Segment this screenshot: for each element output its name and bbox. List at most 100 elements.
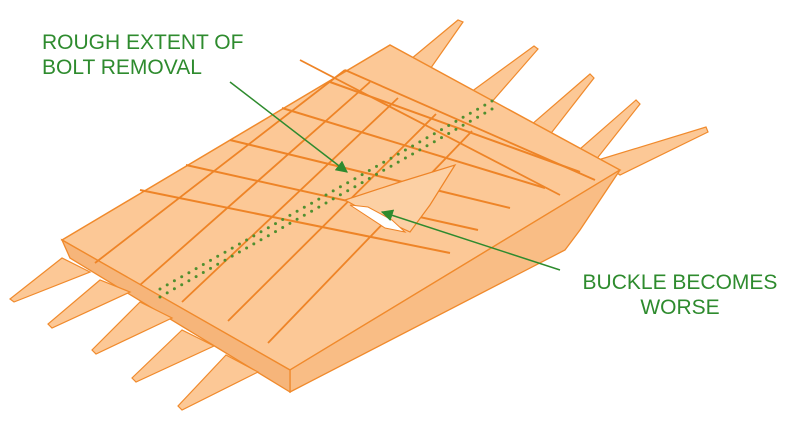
bolt-dot	[367, 169, 371, 172]
bolt-dot	[216, 262, 220, 266]
deck-front-edge	[60, 238, 291, 394]
bolt-dot	[411, 152, 415, 156]
bolt-dot	[310, 209, 314, 213]
bolt-dot	[288, 213, 292, 217]
bolt-dot	[158, 287, 162, 291]
bolt-dot	[302, 213, 306, 217]
seam-4	[227, 113, 437, 322]
bolt-dot	[425, 136, 429, 140]
bolt-dot	[353, 177, 357, 181]
seam-2	[139, 81, 371, 286]
bolt-dot	[389, 164, 393, 168]
bolt-dot	[324, 201, 328, 205]
bolt-dot	[317, 197, 321, 201]
front-ribs	[9, 257, 260, 411]
bolt-dot	[266, 234, 270, 238]
bolt-dot	[216, 254, 220, 258]
bolt-dot	[237, 250, 241, 254]
bolt-dot	[274, 230, 277, 234]
bolt-dot	[360, 181, 364, 185]
buckle-gap	[349, 204, 407, 233]
bolt-dot	[172, 279, 176, 283]
bolt-dot	[266, 226, 270, 230]
seam-1	[94, 69, 346, 264]
bolt-dot	[338, 185, 342, 189]
bolt-dot	[187, 271, 191, 275]
bolt-removal-label-line2: BOLT REMOVAL	[42, 56, 202, 79]
bolt-dot	[389, 156, 393, 160]
bolt-dot	[302, 205, 306, 209]
bolt-removal-label-line1: ROUGH EXTENT OF	[42, 31, 244, 54]
bolt-dot	[425, 144, 429, 148]
bolt-dot	[230, 246, 234, 250]
bolt-dot	[490, 107, 494, 111]
bolt-dot	[223, 258, 227, 262]
bolt-dot	[259, 238, 263, 242]
bolt-dot	[468, 111, 472, 115]
bolt-dot	[432, 132, 436, 136]
bolt-dot	[418, 148, 422, 152]
bolt-dot	[324, 193, 328, 197]
bolt-dot	[180, 283, 184, 287]
bolt-dot	[382, 168, 386, 172]
bolt-dot	[382, 160, 386, 164]
rib-front-4	[131, 329, 216, 383]
bolt-dot	[346, 181, 350, 185]
bolt-dot	[447, 132, 451, 135]
bolt-dot	[194, 267, 198, 271]
bolt-dot	[367, 177, 371, 180]
bolt-dot	[194, 275, 198, 279]
bolt-dot	[403, 148, 407, 152]
bolt-dot	[353, 185, 357, 189]
bolt-dot	[158, 295, 162, 299]
bolt-dot	[331, 189, 335, 193]
bolt-dot	[317, 205, 321, 209]
bolt-dot	[245, 246, 249, 250]
bolt-dot	[461, 123, 465, 127]
bolt-dot	[454, 119, 458, 123]
rib-front-3	[91, 301, 174, 355]
bolt-dot	[432, 140, 436, 144]
bolt-dot	[411, 144, 415, 148]
bolt-dot	[461, 115, 465, 119]
buckle-label-line2: WORSE	[640, 296, 720, 319]
bolt-dot	[346, 189, 350, 193]
bolt-dot	[187, 279, 191, 283]
bolt-removal-line	[158, 99, 494, 299]
bolt-dot	[165, 283, 169, 287]
bolt-dot	[440, 136, 443, 140]
rib-front-5	[177, 354, 260, 411]
buckle-label: BUCKLE BECOMES WORSE	[560, 270, 800, 320]
bolt-dot	[476, 107, 480, 111]
bolt-dot	[209, 266, 212, 270]
bolt-dot	[483, 111, 487, 115]
bolt-dot	[201, 263, 205, 266]
bolt-dot	[440, 128, 443, 132]
bolt-dot	[468, 119, 472, 123]
bolt-dot	[172, 287, 176, 291]
bolt-dot	[245, 238, 249, 242]
bolt-dot	[310, 201, 314, 205]
rib-front-2	[47, 279, 132, 329]
bolt-dot	[360, 173, 364, 177]
bolt-dot	[338, 193, 342, 197]
bolt-dot	[447, 124, 451, 127]
bolt-dot	[237, 242, 241, 246]
longitudinal-seams	[139, 81, 581, 254]
bolt-dot	[259, 230, 263, 234]
bolt-dot	[180, 275, 184, 279]
bolt-dot	[230, 254, 234, 258]
bolt-dot	[252, 234, 256, 238]
bolt-dot	[223, 250, 227, 254]
bolt-dot	[396, 152, 400, 156]
bolt-dot	[476, 115, 480, 119]
buckle-arrow	[380, 209, 561, 271]
seam-6	[299, 59, 561, 196]
bolt-dot	[331, 197, 335, 201]
bolt-dot	[165, 291, 169, 295]
bolt-dot	[490, 99, 494, 103]
bolt-dot	[403, 156, 407, 160]
bolt-dot	[295, 209, 299, 213]
bolt-dot	[418, 140, 422, 144]
